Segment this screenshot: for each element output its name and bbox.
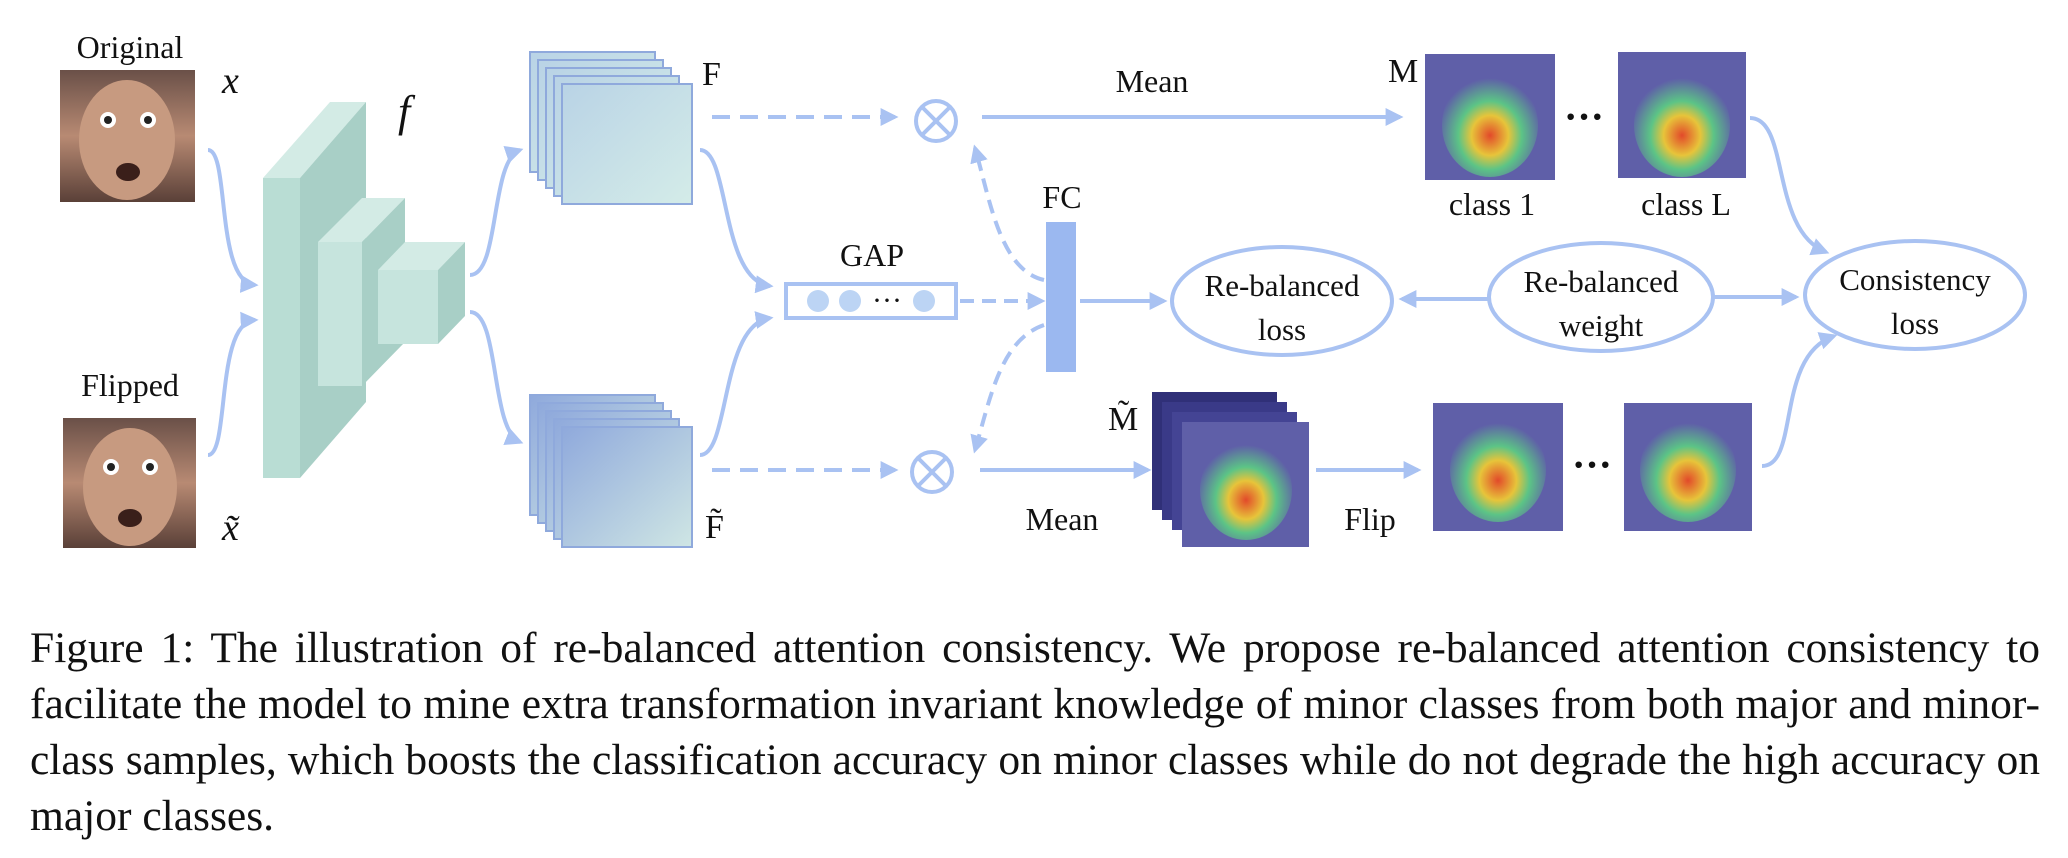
mean-top-label: Mean xyxy=(1116,63,1189,99)
feature-maps-F-tilde xyxy=(529,394,693,548)
arrow-F-tilde-to-GAP xyxy=(699,311,774,457)
svg-text:Re-balanced: Re-balanced xyxy=(1205,268,1360,303)
arrow-FC-weights-bottom xyxy=(970,323,1045,454)
svg-text:loss: loss xyxy=(1258,312,1306,347)
f-symbol: f xyxy=(398,87,416,136)
multiply-node-top xyxy=(914,99,958,143)
M-label: M xyxy=(1388,53,1418,90)
flipped-label: Flipped xyxy=(81,367,179,403)
figure-diagram: Original x Flipped x̃ f xyxy=(60,29,2027,549)
arrow-flipped-to-backbone xyxy=(207,311,259,457)
arrow-flipped-M-to-consistency-loss xyxy=(1761,332,1838,468)
original-label: Original xyxy=(77,29,184,65)
arrow-F-to-GAP xyxy=(699,148,774,294)
GAP-vector xyxy=(784,282,958,320)
svg-text:Consistency: Consistency xyxy=(1839,262,1991,297)
arrow-M-to-consistency-loss xyxy=(1749,116,1830,256)
arrow-backbone-to-F xyxy=(469,146,524,277)
ellipsis-bottom: ··· xyxy=(1572,442,1612,487)
backbone-network xyxy=(263,102,465,478)
flipped-attention-map-L xyxy=(1624,403,1752,531)
svg-text:Re-balanced: Re-balanced xyxy=(1524,264,1679,299)
attention-maps-M-tilde-stack xyxy=(1152,392,1309,547)
feature-maps-F xyxy=(529,51,693,205)
class-L-label: class L xyxy=(1641,186,1731,222)
flip-label: Flip xyxy=(1344,501,1396,537)
x-tilde-symbol: x̃ xyxy=(221,507,241,549)
svg-text:weight: weight xyxy=(1559,308,1644,343)
figure-caption: Figure 1: The illustration of re-balance… xyxy=(30,624,2040,840)
F-tilde-label: F̃ xyxy=(705,507,724,546)
multiply-node-bottom xyxy=(910,450,954,494)
arrow-FC-weights-top xyxy=(970,144,1045,282)
mean-bottom-label: Mean xyxy=(1026,501,1099,537)
flipped-face-image xyxy=(63,418,196,548)
x-symbol: x xyxy=(221,60,239,102)
svg-text:loss: loss xyxy=(1891,306,1939,341)
arrow-original-to-backbone xyxy=(207,148,259,293)
M-tilde-label: M̃ xyxy=(1108,399,1138,438)
FC-layer xyxy=(1046,222,1076,372)
rebalanced-loss-node: Re-balanced loss xyxy=(1170,245,1394,357)
consistency-loss-node: Consistency loss xyxy=(1803,239,2027,351)
original-face-image xyxy=(60,70,195,202)
GAP-dots: ··· xyxy=(872,284,902,317)
ellipsis-top: ··· xyxy=(1564,94,1604,139)
attention-map-class-1 xyxy=(1425,54,1555,180)
arrow-backbone-to-F-tilde xyxy=(469,310,524,445)
attention-map-class-L xyxy=(1618,52,1746,178)
rebalanced-weight-node: Re-balanced weight xyxy=(1487,241,1715,353)
class-1-label: class 1 xyxy=(1449,186,1535,222)
FC-label: FC xyxy=(1042,179,1081,215)
GAP-label: GAP xyxy=(840,237,904,273)
flipped-attention-map-1 xyxy=(1433,403,1563,531)
F-label: F xyxy=(702,56,721,93)
